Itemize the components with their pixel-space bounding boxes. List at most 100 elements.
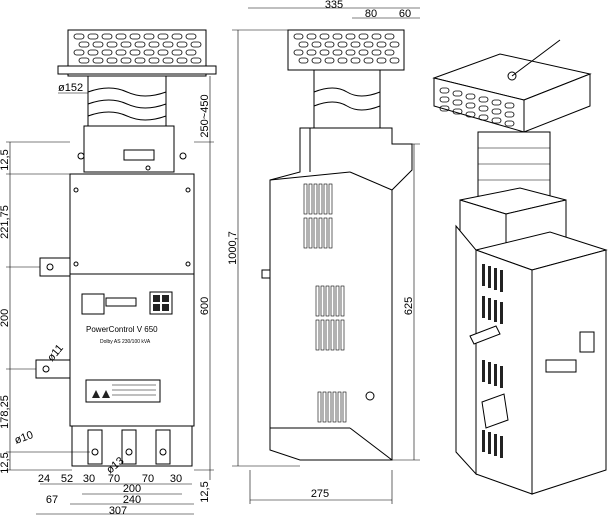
vent-slot xyxy=(313,217,318,249)
dim-bottom-offset: 12,5 xyxy=(0,452,11,473)
vent-slot xyxy=(303,217,308,249)
side-duct xyxy=(313,69,381,129)
isometric-view xyxy=(432,39,608,495)
iso-grille xyxy=(439,87,515,127)
iso-busbar-upper xyxy=(469,325,501,345)
grille-slot xyxy=(350,41,361,48)
vent-slot xyxy=(325,319,330,351)
grille-slot xyxy=(337,57,348,64)
grille-slot xyxy=(363,57,374,64)
dim-bottom-3: 30 xyxy=(83,473,95,485)
vent-slot xyxy=(488,432,491,454)
grille-slot xyxy=(358,33,369,40)
grille-slot xyxy=(120,57,132,64)
grille-slot xyxy=(491,117,502,124)
grille-slot xyxy=(134,41,146,48)
iso-busbar-lower xyxy=(481,393,509,429)
grille-slot xyxy=(298,41,309,48)
side-view xyxy=(261,29,413,461)
grille-slot xyxy=(452,108,463,115)
grille-slot xyxy=(504,120,515,127)
grille-slot xyxy=(129,33,141,40)
vent-slot xyxy=(330,285,335,317)
grille-slot xyxy=(311,41,322,48)
vent-slot xyxy=(318,183,323,215)
grille-slot xyxy=(350,57,361,64)
vent-slot xyxy=(315,319,320,351)
upper-bracket xyxy=(83,125,175,173)
grille-slot xyxy=(491,108,502,115)
dim-depth-total: 335 xyxy=(325,0,343,11)
grille-slot xyxy=(87,33,99,40)
grille-slot xyxy=(162,41,174,48)
grille-slot xyxy=(332,33,343,40)
grille-slot xyxy=(162,57,174,64)
dim-height-body: 625 xyxy=(403,297,415,315)
grille-slot xyxy=(101,49,113,56)
warning-triangle-icon xyxy=(92,390,110,398)
grille-slot xyxy=(92,41,104,48)
grille-slot xyxy=(491,99,502,106)
grille-slot xyxy=(345,49,356,56)
vent-slot xyxy=(488,298,491,320)
duct-diameter: ø152 xyxy=(58,82,83,94)
dim-bottom-1: 24 xyxy=(38,473,50,485)
sub-label: Dolby AS 230/100 kVA xyxy=(100,339,151,345)
dim-width-inner: 200 xyxy=(123,483,141,495)
dim-bottom-5: 70 xyxy=(142,473,154,485)
grille-slot xyxy=(115,33,127,40)
vent-slot xyxy=(340,319,345,351)
grille-slot xyxy=(306,33,317,40)
dim-bottom-4: 70 xyxy=(108,473,120,485)
fan-grille-icon xyxy=(73,33,202,64)
grille-slot xyxy=(92,57,104,64)
vent-slot xyxy=(330,319,335,351)
grille-slot xyxy=(157,49,169,56)
vent-slot xyxy=(342,391,347,423)
vent-slot xyxy=(335,285,340,317)
grille-slot xyxy=(171,33,183,40)
vent-slot xyxy=(500,302,503,324)
vent-slot xyxy=(320,319,325,351)
grille-slot xyxy=(298,57,309,64)
side-vents xyxy=(303,183,347,423)
vent-slot xyxy=(320,285,325,317)
grille-slot xyxy=(363,41,374,48)
vent-slot xyxy=(500,436,503,458)
vent-slot xyxy=(482,296,485,318)
grille-slot xyxy=(148,41,160,48)
brand-label: PowerControl V 650 xyxy=(86,325,158,334)
grille-slot xyxy=(311,57,322,64)
grille-slot xyxy=(106,57,118,64)
vent-slot xyxy=(494,364,497,386)
grille-slot xyxy=(143,49,155,56)
grille-slot xyxy=(101,33,113,40)
grille-slot xyxy=(319,33,330,40)
grille-slot xyxy=(185,49,197,56)
dim-depth-b: 60 xyxy=(399,8,411,20)
grille-slot xyxy=(465,102,476,109)
grille-slot xyxy=(337,41,348,48)
vent-slot xyxy=(328,217,333,249)
busbar-tab-upper xyxy=(39,257,71,277)
grille-slot xyxy=(478,114,489,121)
grille-slot xyxy=(171,49,183,56)
dim-mid: 200 xyxy=(0,309,11,327)
main-body-upper xyxy=(69,173,195,275)
vent-slot xyxy=(313,183,318,215)
grille-slot xyxy=(106,41,118,48)
vent-slot xyxy=(494,434,497,456)
grille-slot xyxy=(345,33,356,40)
grille-slot xyxy=(465,93,476,100)
vent-slot xyxy=(303,183,308,215)
grille-slot xyxy=(148,57,160,64)
iso-box-side xyxy=(523,73,591,133)
grille-slot xyxy=(73,33,85,40)
grille-slot xyxy=(465,111,476,118)
vent-slot xyxy=(337,391,342,423)
dim-height-total: 1000,7 xyxy=(227,231,239,265)
dim-left-offset: 67 xyxy=(46,494,58,506)
dim-bottom-2: 52 xyxy=(61,473,73,485)
side-grille xyxy=(293,33,400,64)
